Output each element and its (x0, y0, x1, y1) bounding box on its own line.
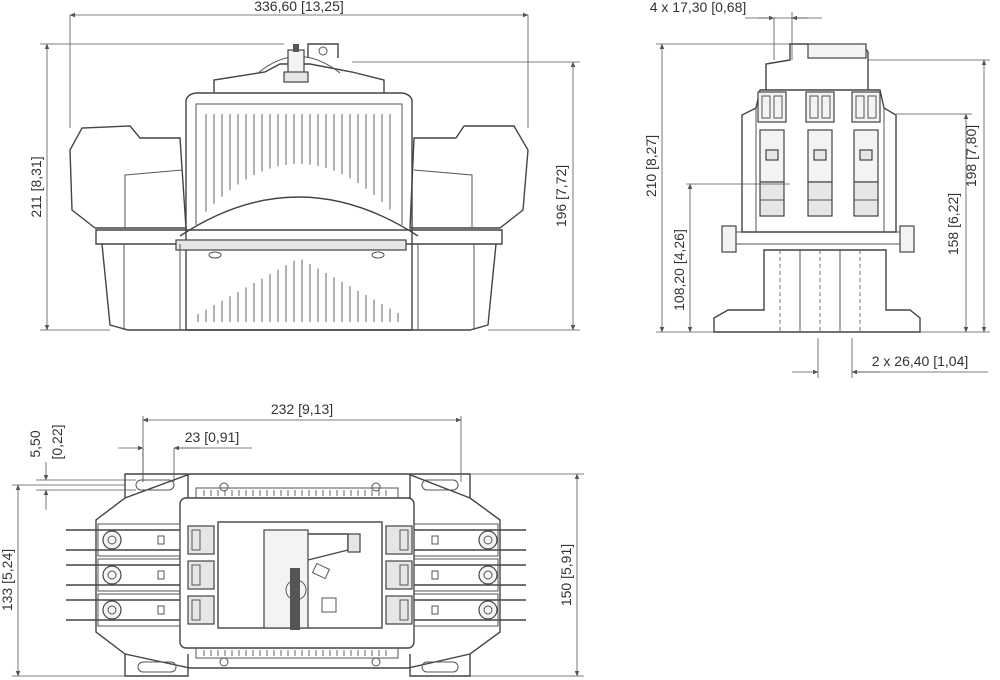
front-upper-ribs (205, 114, 391, 212)
clamp-slot (399, 529, 409, 551)
terminal-screw-head (483, 570, 493, 580)
terminal-cap (805, 91, 835, 123)
dim-side-height-mid: 158 [6,22] (945, 193, 961, 255)
dim-front-height-total: 211 [8,31] (28, 156, 44, 217)
clamp-slot (191, 564, 201, 586)
terminal-slot (773, 95, 783, 119)
terminal-slot (157, 535, 165, 545)
dim-top-height-inner: 133 [5,24] (0, 549, 15, 611)
terminal-slot (809, 95, 819, 119)
side-terminals (757, 91, 881, 217)
clamp-slot (399, 599, 409, 621)
dim-front-height-body: 196 [7,72] (553, 165, 569, 227)
terminal-slot (431, 535, 439, 545)
terminal-slot (157, 570, 165, 580)
terminal-cap (851, 91, 881, 123)
front-lower-ribs (197, 259, 399, 322)
terminal-block (97, 558, 181, 592)
front-view: 336,60 [13,25] 211 [8,31] 196 [7,72] (28, 0, 580, 331)
fuse-clamp (807, 181, 833, 217)
dim-side-height-total: 210 [8,27] (643, 135, 659, 197)
clamp-slot (399, 564, 409, 586)
terminal-slot (855, 95, 865, 119)
dim-side-height-base: 108,20 [4,26] (671, 229, 687, 311)
terminal-slot (867, 95, 877, 119)
terminal-screw (478, 565, 498, 585)
dim-top-hole-spacing: 232 [9,13] (271, 401, 333, 417)
dim-top-slot-offset-b: [0,22] (49, 424, 65, 459)
terminal-screw-head (107, 535, 117, 545)
terminal-slot (761, 95, 771, 119)
top-view: 232 [9,13] 23 [0,91] 5,50 [0,22] 133 [5,… (0, 401, 584, 677)
top-serrations (203, 490, 387, 656)
dim-side-terminal-pitch: 4 x 17,30 [0,68] (650, 0, 747, 15)
fuse-window (859, 149, 873, 161)
top-terminals (66, 523, 526, 627)
terminal-block (413, 593, 499, 627)
dim-side-height-body: 198 [7,80] (963, 125, 979, 187)
terminal-slot (431, 570, 439, 580)
side-view: 4 x 17,30 [0,68] 210 [8,27] 108,20 [4,26… (643, 0, 990, 378)
terminal-screw (102, 565, 122, 585)
terminal-screw (102, 600, 122, 620)
dim-top-slot-width: 23 [0,91] (185, 429, 240, 445)
dim-top-slot-offset-a: 5,50 (27, 430, 43, 457)
terminal-slot (431, 605, 439, 615)
terminal-slot (821, 95, 831, 119)
terminal-block (413, 558, 499, 592)
terminal-cap (757, 91, 787, 123)
dim-front-width: 336,60 [13,25] (254, 0, 344, 14)
terminal-block (97, 593, 181, 627)
terminal-screw-head (107, 605, 117, 615)
fuse-window (813, 149, 827, 161)
terminal-screw (478, 530, 498, 550)
terminal-block (413, 523, 499, 557)
terminal-slot (157, 605, 165, 615)
terminal-screw-head (107, 570, 117, 580)
dim-side-base-pitch: 2 x 26,40 [1,04] (872, 353, 969, 369)
terminal-block (97, 523, 181, 557)
terminal-screw (102, 530, 122, 550)
fuse-clamp (759, 181, 785, 217)
terminal-screw-head (483, 605, 493, 615)
fuse-clamp (853, 181, 879, 217)
clamp-slot (191, 599, 201, 621)
dim-top-height-total: 150 [5,91] (558, 544, 574, 606)
terminal-screw (478, 600, 498, 620)
terminal-screw-head (483, 535, 493, 545)
clamp-slot (191, 529, 201, 551)
fuse-window (765, 149, 779, 161)
